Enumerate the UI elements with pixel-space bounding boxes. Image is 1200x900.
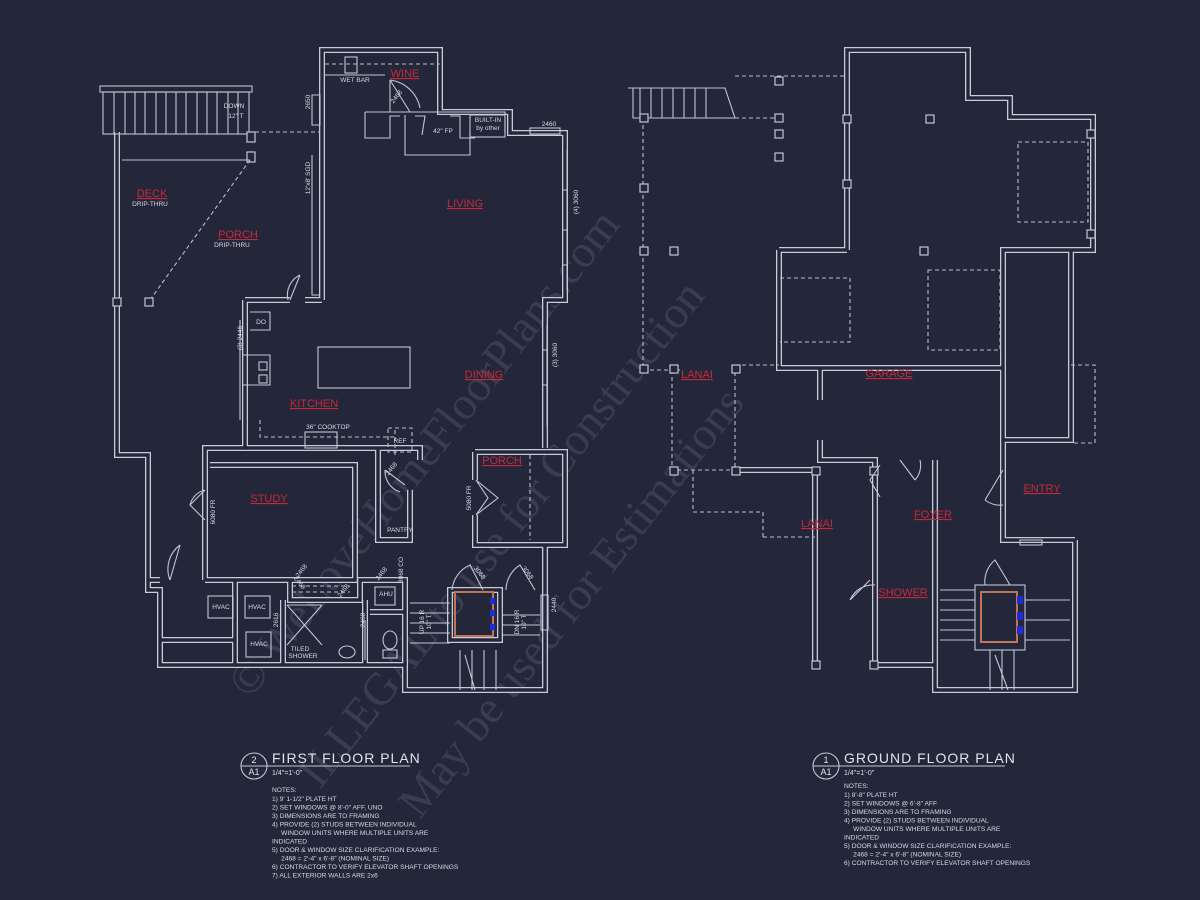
annotation-cooktop: 36" COOKTOP (306, 424, 350, 431)
note: 3) DIMENSIONS ARE TO FRAMING (844, 809, 951, 816)
note: 2468 = 2'-4" x 6'-8" (NOMINAL SIZE) (844, 852, 961, 859)
room-label-wine: WINE (391, 68, 420, 80)
annotation-fireplace: 42" FP (433, 128, 453, 135)
annotation-hvac-1: HVAC (212, 604, 230, 611)
refrigerator (387, 427, 413, 453)
annotation-wet-bar: WET BAR (340, 77, 370, 84)
annotation-hvac-2: HVAC (248, 604, 266, 611)
watermark: © WeLoveHomeFloorPlans.com ILLEGAL to us… (218, 200, 754, 827)
annotation-kitchen-windows: (3) 2446 (237, 326, 244, 351)
notes-heading: NOTES: (272, 787, 297, 794)
note: 2) SET WINDOWS @ 8'-0" AFF, UNO (272, 805, 383, 812)
annotation-stair-dn: DN 16 R (514, 609, 521, 634)
annotation-stair-up-tread: 10" T (426, 614, 433, 629)
detail-number: 1 (823, 755, 828, 765)
room-label-porch: PORCH (218, 229, 258, 241)
note: 1) 9' 1-1/2" PLATE HT (272, 796, 337, 803)
note: WINDOW UNITS WHERE MULTIPLE UNITS ARE (272, 830, 429, 837)
room-label-porch-right: PORCH (482, 455, 522, 467)
sheet-number: A1 (820, 767, 831, 777)
annotation-down: DOWN (224, 103, 245, 110)
room-label-lanai-lower: LANAI (801, 518, 833, 530)
first-floor-title-block: 2 A1 FIRST FLOOR PLAN 1/4"=1'-0" NOTES: … (240, 750, 459, 880)
annotation-tiled: TILED (291, 646, 310, 653)
room-label-deck: DECK (137, 188, 168, 200)
notes-list: 1) 8'-8" PLATE HT 2) SET WINDOWS @ 6'-8"… (844, 792, 1031, 867)
annotation-window-2440: 2440 (551, 597, 558, 612)
room-label-study: STUDY (250, 493, 288, 505)
note: INDICATED (272, 839, 307, 846)
annotation-built-in: BUILT-IN (475, 117, 502, 124)
deck-stairs (99, 85, 320, 307)
annotation-dining-windows: (3) 3060 (552, 343, 559, 368)
annotation-shower: SHOWER (288, 653, 318, 660)
room-label-lanai-upper: LANAI (681, 369, 713, 381)
note: 2468 = 2'-4" x 6'-8" (NOMINAL SIZE) (272, 856, 389, 863)
plan-scale: 1/4"=1'-0" (272, 770, 303, 777)
note: 4) PROVIDE (2) STUDS BETWEEN INDIVIDUAL (844, 818, 989, 825)
note: 5) DOOR & WINDOW SIZE CLARIFICATION EXAM… (844, 843, 1011, 850)
plan-scale: 1/4"=1'-0" (844, 770, 875, 777)
note: 2) SET WINDOWS @ 6'-8" AFF (844, 801, 937, 808)
detail-number: 2 (251, 755, 256, 765)
cooktop (304, 431, 338, 449)
column-posts (639, 76, 1096, 670)
note: 3) DIMENSIONS ARE TO FRAMING (272, 813, 379, 820)
note: INDICATED (844, 835, 879, 842)
ground-floor-title-block: 1 A1 GROUND FLOOR PLAN 1/4"=1'-0" NOTES:… (812, 750, 1031, 867)
annotation-window-2616: 2616 (273, 612, 280, 627)
annotation-stair-dn-tread: 10" T (521, 614, 528, 629)
annotation-by-other: by other (476, 125, 500, 132)
annotation-porch-drip: DRIP-THRU (214, 242, 250, 249)
annotation-elevator-door-2: 3068 (520, 565, 535, 581)
room-label-entry: ENTRY (1023, 483, 1061, 495)
note: 6) CONTRACTOR TO VERIFY ELEVATOR SHAFT O… (272, 864, 459, 871)
note: 6) CONTRACTOR TO VERIFY ELEVATOR SHAFT O… (844, 860, 1031, 867)
room-label-dining: DINING (465, 369, 504, 381)
notes-heading: NOTES: (844, 783, 869, 790)
note: 7) ALL EXTERIOR WALLS ARE 2x6 (272, 873, 378, 880)
plan-title: FIRST FLOOR PLAN (272, 750, 421, 766)
kitchen-island (317, 346, 411, 389)
note: 5) DOOR & WINDOW SIZE CLARIFICATION EXAM… (272, 847, 439, 854)
room-label-living: LIVING (447, 198, 483, 210)
annotation-window-2650: 2650 (305, 94, 312, 109)
note: 1) 8'-8" PLATE HT (844, 792, 898, 799)
plan-title: GROUND FLOOR PLAN (844, 750, 1016, 766)
annotation-ref: REF (394, 438, 407, 445)
annotation-stair-up: UP 16 R (419, 609, 426, 634)
note: WINDOW UNITS WHERE MULTIPLE UNITS ARE (844, 826, 1001, 833)
room-label-kitchen: KITCHEN (290, 398, 338, 410)
annotation-pantry: PANTRY (387, 527, 413, 534)
annotation-deck-drip: DRIP-THRU (132, 201, 168, 208)
first-floor-plan: WINE DECK PORCH LIVING KITCHEN DINING ST… (99, 50, 580, 690)
notes-list: 1) 9' 1-1/2" PLATE HT 2) SET WINDOWS @ 8… (272, 796, 459, 880)
annotation-study-door: 6080 FR (210, 499, 217, 524)
annotation-wine-door: 2468 (390, 89, 405, 105)
room-label-foyer: FOYER (914, 509, 952, 521)
annotation-porch-door: 5080 FR (466, 485, 473, 510)
note: 4) PROVIDE (2) STUDS BETWEEN INDIVIDUAL (272, 822, 417, 829)
elevator-cab-ground (980, 591, 1018, 643)
annotation-sgd: 12'x8' SGD (305, 161, 312, 194)
annotation-ahu: AHU (379, 591, 393, 598)
annotation-tread: 12" T (228, 113, 243, 120)
annotation-wc-door: 2468 (360, 612, 367, 627)
annotation-window-2460: 2460 (542, 121, 557, 128)
room-label-shower: SHOWER (878, 587, 928, 599)
annotation-hvac-3: HVAC (250, 641, 268, 648)
annotation-closet-door: 3068 CO (398, 557, 405, 583)
annotation-do: DO (256, 319, 266, 326)
annotation-living-windows: (4) 3060 (573, 190, 580, 215)
sheet-number: A1 (248, 767, 259, 777)
ground-floor-plan: LANAI GARAGE LANAI FOYER ENTRY SHOWER (628, 50, 1095, 690)
room-label-garage: GARAGE (865, 368, 912, 380)
